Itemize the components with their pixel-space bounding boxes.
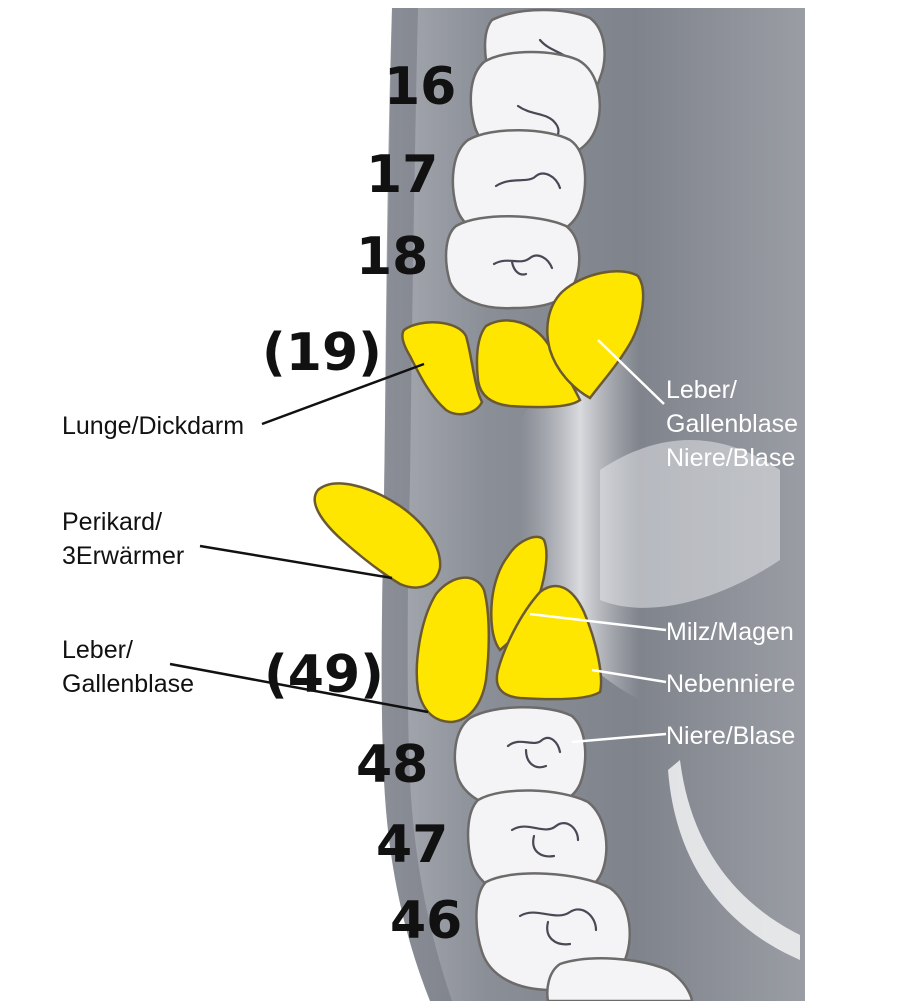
- tooth-number-46: 46: [390, 891, 462, 951]
- tooth-number-48: 48: [356, 735, 428, 795]
- label-niere-blase: Niere/Blase: [666, 722, 795, 750]
- label-milz-magen: Milz/Magen: [666, 618, 794, 646]
- label-leber-lower-line2: Gallenblase: [62, 670, 194, 698]
- left-labels: Lunge/Dickdarm Perikard/ 3Erwärmer Leber…: [62, 412, 244, 698]
- label-leber-upper-line2: Gallenblase: [666, 410, 798, 438]
- label-lunge-dickdarm: Lunge/Dickdarm: [62, 412, 244, 440]
- label-leber-upper-line3: Niere/Blase: [666, 444, 795, 472]
- label-perikard-line1: Perikard/: [62, 508, 162, 536]
- label-perikard-line2: 3Erwärmer: [62, 542, 184, 570]
- label-leber-upper-line1: Leber/: [666, 376, 737, 404]
- tooth-number-18: 18: [356, 227, 428, 287]
- label-leber-lower-line1: Leber/: [62, 636, 133, 664]
- tooth-number-17: 17: [366, 145, 438, 205]
- tooth-number-49: (49): [264, 645, 384, 705]
- label-nebenniere: Nebenniere: [666, 670, 795, 698]
- tooth-number-47: 47: [376, 815, 448, 875]
- tooth-number-19: (19): [262, 323, 382, 383]
- tooth-number-16: 16: [384, 57, 456, 117]
